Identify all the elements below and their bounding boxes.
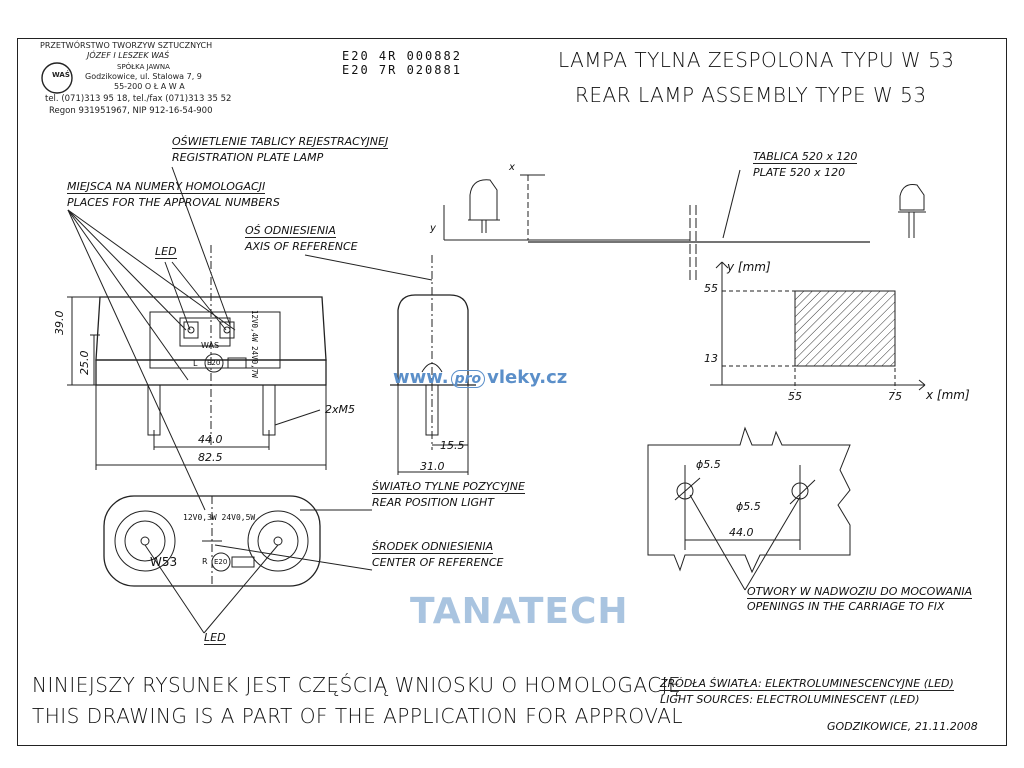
label-center-pl: ŚRODEK ODNIESIENIA: [372, 540, 494, 554]
approval-number-2: E20 7R 020881: [342, 63, 462, 77]
graph-y-tick-13: 13: [704, 352, 718, 365]
watermark-tanatech: TANATECH: [410, 591, 629, 632]
marking-w53: W53: [150, 555, 178, 569]
front-view: [67, 245, 327, 470]
dim-hole-diameter-2: ϕ5.5: [736, 500, 761, 513]
marking-e20-top: E20: [214, 558, 228, 566]
label-approval-places-pl: MIEJSCA NA NUMERY HOMOLOGACJI: [67, 180, 266, 194]
label-plate-lamp-pl: OŚWIETLENIE TABLICY REJESTRACYJNEJ: [172, 135, 389, 149]
label-openings-en: OPENINGS IN THE CARRIAGE TO FIX: [747, 600, 945, 613]
footer-polish: NINIEJSZY RYSUNEK JEST CZĘŚCIĄ WNIOSKU O…: [32, 673, 682, 697]
drawing-sheet-border: [17, 38, 1007, 746]
mounting-holes-view: [647, 426, 851, 591]
visibility-zone: [794, 290, 896, 367]
graph-y-tick-55: 55: [704, 282, 718, 295]
company-line-7: Regon 931951967, NIP 912-16-54-900: [49, 106, 213, 116]
marking-e20-front: E20: [207, 359, 221, 367]
label-approval-places-en: PLACES FOR THE APPROVAL NUMBERS: [67, 196, 280, 209]
place-date: GODZIKOWICE, 21.11.2008: [827, 720, 978, 733]
company-logo-icon: [41, 62, 73, 94]
company-line-2: JÓZEF I LESZEK WAŚ: [87, 51, 170, 60]
title-english: REAR LAMP ASSEMBLY TYPE W 53: [575, 83, 927, 107]
graph-x-tick-75: 75: [888, 390, 902, 403]
mounting-schematic: [443, 169, 926, 280]
label-axis-en: AXIS OF REFERENCE: [245, 240, 358, 253]
light-source-en: LIGHT SOURCES: ELECTROLUMINESCENT (LED): [660, 693, 920, 706]
company-logo-text: WAŚ: [52, 71, 70, 79]
label-led-bottom: LED: [204, 631, 226, 645]
label-led-top: LED: [155, 245, 177, 259]
graph-x-label: x [mm]: [926, 388, 970, 402]
company-line-5: 55-200 O Ł A W A: [114, 82, 185, 91]
label-rear-position-en: REAR POSITION LIGHT: [372, 496, 495, 509]
label-openings-pl: OTWORY W NADWOZIU DO MOCOWANIA: [747, 585, 973, 599]
label-axis-pl: OŚ ODNIESIENIA: [245, 224, 336, 238]
label-plate-lamp-en: REGISTRATION PLATE LAMP: [172, 151, 324, 164]
footer-english: THIS DRAWING IS A PART OF THE APPLICATIO…: [32, 704, 684, 728]
graph-x-tick-55: 55: [788, 390, 802, 403]
side-view: [304, 254, 476, 475]
marking-was: WAS: [201, 341, 220, 350]
label-rear-position-pl: ŚWIATŁO TYLNE POZYCYJNE: [372, 480, 525, 494]
dim-width-15-5: 15.5: [440, 439, 465, 452]
top-view: [103, 495, 373, 634]
company-line-6: tel. (071)313 95 18, tel./fax (071)313 3…: [45, 94, 232, 104]
dim-height-39: 39.0: [53, 310, 66, 336]
dim-width-82-5: 82.5: [198, 451, 223, 464]
label-plate-en: PLATE 520 x 120: [753, 166, 846, 179]
light-source-pl: ŹRÓDŁA ŚWIATŁA: ELEKTROLUMINESCENCYJNE (…: [660, 677, 954, 691]
label-x-small: x: [509, 162, 515, 173]
dim-height-25: 25.0: [78, 350, 91, 376]
label-y-small: y: [430, 223, 436, 234]
label-center-en: CENTER OF REFERENCE: [372, 556, 504, 569]
company-line-1: PRZETWÓRSTWO TWORZYW SZTUCZNYCH: [40, 41, 213, 50]
dim-hole-spacing-44: 44.0: [729, 526, 754, 539]
approval-number-1: E20 4R 000882: [342, 49, 462, 63]
marking-R: R: [202, 557, 208, 566]
e-mark-circle-front: [204, 353, 224, 373]
label-plate-pl: TABLICA 520 x 120: [753, 150, 858, 164]
marking-power: 12V0,3W 24V0,5W: [183, 513, 256, 522]
leader-lines: [67, 166, 236, 511]
marking-L: L: [193, 359, 198, 368]
dim-hole-diameter-1: ϕ5.5: [696, 458, 721, 471]
dim-width-44: 44.0: [198, 433, 223, 446]
title-polish: LAMPA TYLNA ZESPOLONA TYPU W 53: [558, 48, 955, 72]
marking-vertical-power: 12V0,4W 24V0,7W: [250, 310, 259, 378]
visibility-graph: [710, 261, 926, 391]
company-line-3: SPÓŁKA JAWNA: [117, 63, 170, 71]
dim-m5: 2xM5: [325, 403, 355, 416]
company-line-4: Godzikowice, ul. Stalowa 7, 9: [85, 72, 202, 81]
graph-y-label: y [mm]: [727, 260, 771, 274]
dim-width-31: 31.0: [420, 460, 445, 473]
